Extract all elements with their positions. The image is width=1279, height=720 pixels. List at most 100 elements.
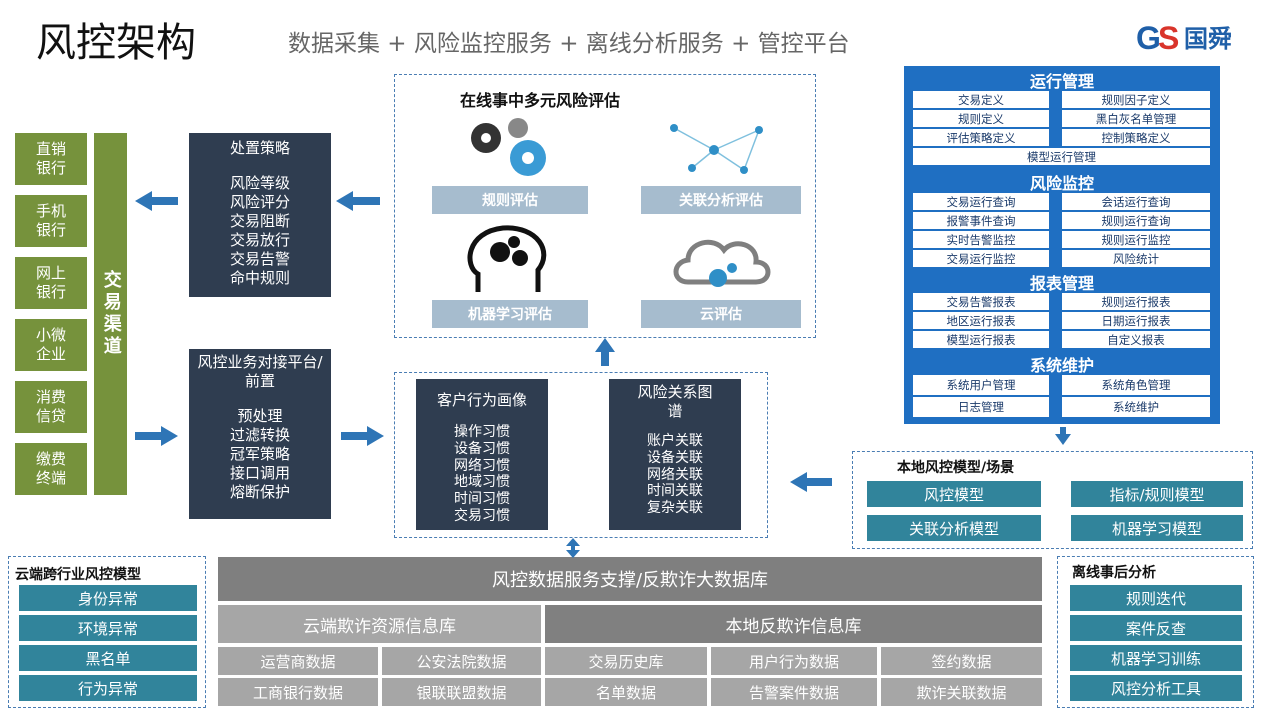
integration-platform-box: 风控业务对接平台/前置 预处理过滤转换冠军策略接口调用熔断保护	[189, 349, 331, 519]
channel-item: 缴费终端	[15, 443, 87, 495]
local-model-item: 机器学习模型	[1070, 514, 1244, 542]
mgmt-cell: 系统维护	[1062, 397, 1210, 417]
cloud-model-item: 环境异常	[18, 614, 198, 642]
local-db-cell: 交易历史库	[545, 647, 707, 675]
behavior-line: 设备习惯	[454, 440, 510, 457]
behavior-profile-box: 客户行为画像 操作习惯设备习惯网络习惯地域习惯时间习惯交易习惯	[416, 379, 548, 530]
arrow-right-icon	[135, 426, 178, 446]
mgmt-cell: 报警事件查询	[913, 212, 1049, 229]
mgmt-section-title: 风险监控	[1029, 174, 1094, 193]
mgmt-cell: 风险统计	[1062, 250, 1210, 267]
cloud-db-header: 云端欺诈资源信息库	[218, 605, 541, 643]
svg-text:G: G	[1136, 20, 1161, 56]
mgmt-cell: 日志管理	[913, 397, 1049, 417]
channel-bar: 交易渠道	[94, 133, 127, 495]
local-model-title: 本地风控模型/场景	[897, 460, 1015, 476]
local-db-cell: 用户行为数据	[711, 647, 877, 675]
behavior-profile-title: 客户行为画像	[436, 391, 527, 409]
local-model-item: 指标/规则模型	[1070, 480, 1244, 508]
mgmt-cell: 评估策略定义	[913, 129, 1049, 146]
page-title: 风控架构	[36, 20, 196, 66]
arrow-right-icon	[341, 426, 384, 446]
offline-item: 风控分析工具	[1069, 674, 1243, 702]
behavior-line: 地域习惯	[454, 474, 510, 491]
mgmt-cell: 实时告警监控	[913, 231, 1049, 248]
eval-item: 规则评估	[432, 186, 588, 214]
online-eval-title: 在线事中多元风险评估	[460, 91, 621, 110]
channel-item: 消费信贷	[15, 381, 87, 433]
arrow-left-icon	[790, 472, 832, 492]
mgmt-section-title: 运行管理	[1029, 72, 1094, 91]
graph-line: 时间关联	[647, 483, 703, 500]
channel-item: 小微企业	[15, 319, 87, 371]
company-logo: G S 国舜	[1136, 16, 1256, 58]
graph-line: 网络关联	[647, 466, 703, 483]
strategy-line: 交易放行	[229, 231, 290, 250]
local-model-item: 风控模型	[866, 480, 1042, 508]
disposal-strategy-box: 处置策略 风险等级风险评分交易阻断交易放行交易告警命中规则	[189, 133, 331, 297]
local-db-cell: 名单数据	[545, 678, 707, 706]
arrow-down-icon	[1055, 427, 1071, 445]
local-db-cell: 告警案件数据	[711, 678, 877, 706]
risk-graph-box: 风险关系图谱 账户关联设备关联网络关联时间关联复杂关联	[609, 379, 741, 530]
gears-icon	[466, 116, 556, 181]
mgmt-cell: 规则因子定义	[1062, 91, 1210, 108]
mgmt-cell: 模型运行报表	[913, 331, 1049, 348]
platform-line: 过滤转换	[229, 426, 290, 445]
mgmt-cell: 系统角色管理	[1062, 375, 1210, 395]
strategy-line: 命中规则	[229, 269, 290, 288]
behavior-line: 网络习惯	[454, 457, 510, 474]
cloud-model-item: 黑名单	[18, 644, 198, 672]
strategy-line: 交易阻断	[229, 212, 290, 231]
behavior-line: 时间习惯	[454, 491, 510, 508]
arrow-up-icon	[595, 338, 615, 366]
strategy-line: 风险等级	[229, 174, 290, 193]
page-subtitle: 数据采集 + 风险监控服务 + 离线分析服务 + 管控平台	[288, 31, 850, 57]
svg-text:国舜: 国舜	[1184, 25, 1232, 53]
mgmt-cell: 交易运行监控	[913, 250, 1049, 267]
channel-item: 网上银行	[15, 257, 87, 309]
integration-platform-title: 风控业务对接平台/前置	[197, 353, 323, 391]
cloud-model-item: 身份异常	[18, 584, 198, 612]
platform-line: 熔断保护	[229, 483, 290, 502]
mgmt-cell: 交易运行查询	[913, 193, 1049, 210]
graph-line: 复杂关联	[647, 500, 703, 517]
brain-gears-icon	[458, 222, 558, 300]
local-db-header: 本地反欺诈信息库	[545, 605, 1042, 643]
risk-graph-title: 风险关系图谱	[637, 383, 713, 421]
platform-line: 接口调用	[229, 464, 290, 483]
strategy-line: 风险评分	[229, 193, 290, 212]
database-header: 风控数据服务支撑/反欺诈大数据库	[218, 557, 1042, 601]
mgmt-cell: 交易定义	[913, 91, 1049, 108]
eval-item: 机器学习评估	[432, 300, 588, 328]
channel-item: 手机银行	[15, 195, 87, 247]
mgmt-cell: 自定义报表	[1062, 331, 1210, 348]
mgmt-cell: 交易告警报表	[913, 293, 1049, 310]
graph-line: 设备关联	[647, 449, 703, 466]
mgmt-cell: 规则运行查询	[1062, 212, 1210, 229]
mgmt-cell: 日期运行报表	[1062, 312, 1210, 329]
channel-item: 直销银行	[15, 133, 87, 185]
cloud-model-title: 云端跨行业风控模型	[15, 567, 141, 583]
offline-title: 离线事后分析	[1072, 565, 1156, 581]
behavior-line: 操作习惯	[454, 424, 510, 441]
cloud-db-cell: 公安法院数据	[382, 647, 541, 675]
offline-panel	[1057, 556, 1254, 708]
mgmt-cell: 系统用户管理	[913, 375, 1049, 395]
offline-item: 规则迭代	[1069, 584, 1243, 612]
arrow-updown-icon	[566, 538, 580, 558]
eval-item: 关联分析评估	[641, 186, 801, 214]
cloud-gear-icon	[670, 232, 774, 294]
mgmt-section-title: 报表管理	[1029, 274, 1094, 293]
disposal-strategy-title: 处置策略	[229, 139, 290, 157]
mgmt-cell: 地区运行报表	[913, 312, 1049, 329]
svg-text:S: S	[1158, 20, 1179, 56]
local-db-cell: 签约数据	[881, 647, 1042, 675]
offline-item: 机器学习训练	[1069, 644, 1243, 672]
profile-panel	[394, 372, 768, 538]
cloud-model-item: 行为异常	[18, 674, 198, 702]
mgmt-cell: 规则运行报表	[1062, 293, 1210, 310]
cloud-db-cell: 银联联盟数据	[382, 678, 541, 706]
online-eval-panel	[394, 74, 816, 338]
